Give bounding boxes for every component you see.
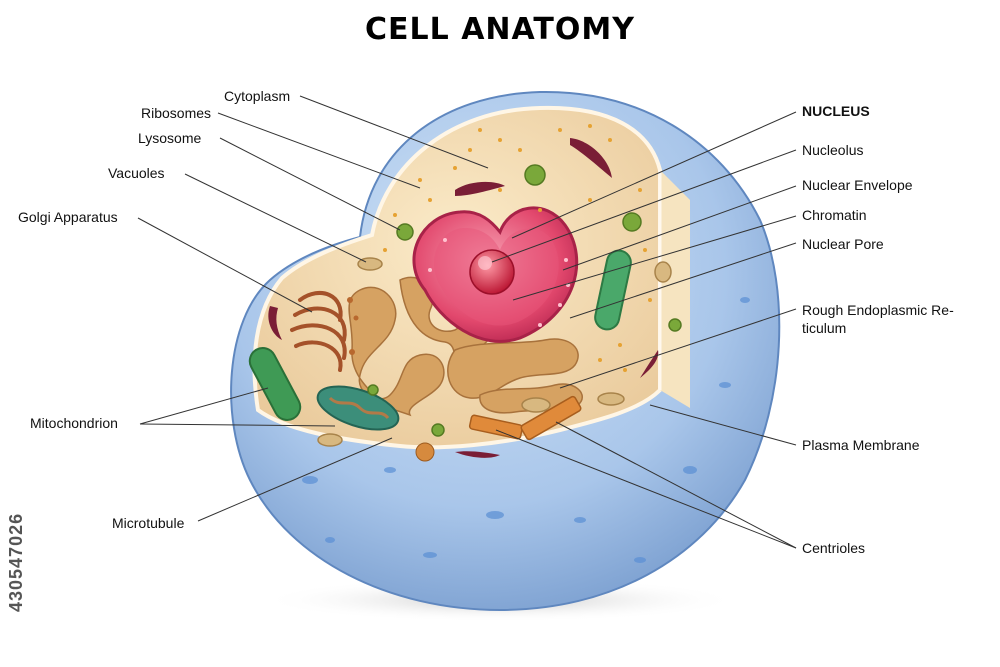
leader-nucleolus [491,149,797,263]
nucleolus-highlight [478,256,492,270]
label-nucleolus: Nucleolus [802,142,864,158]
leader-lines [137,95,797,549]
label-nuclear-envelope: Nuclear Envelope [802,177,913,193]
leader-mito-1 [139,387,269,425]
ribosome-dots [383,124,652,372]
mitochondria [248,249,632,431]
leader-cytoplasm [299,95,489,169]
lysosomes [367,164,682,437]
leader-ribosomes [217,112,421,189]
golgi-vesicles [347,297,359,355]
label-rough-er-line1: Rough Endoplasmic Re- [802,302,954,318]
membrane-spots [302,297,750,563]
label-nucleus: NUCLEUS [802,103,870,119]
label-plasma-membrane: Plasma Membrane [802,437,920,453]
leader-nucleus [511,111,797,239]
rough-er [348,276,584,417]
leader-vacuoles [184,173,367,263]
leader-pore [569,242,797,319]
microtubule-organelle [415,442,435,462]
diagram-title: CELL ANATOMY [365,12,635,47]
cut-face [660,170,690,408]
label-rough-er-line2: ticulum [802,320,847,336]
label-ribosomes: Ribosomes [141,105,212,121]
leader-centriole-1 [555,421,797,549]
leader-mito-2 [139,423,336,427]
leader-er [559,308,797,389]
leader-microtubule [197,437,393,522]
label-vacuoles: Vacuoles [108,165,165,181]
label-golgi: Golgi Apparatus [18,209,118,225]
nuclear-pores [428,238,570,327]
leader-chromatin [512,215,797,301]
label-mitochondrion: Mitochondrion [30,415,118,431]
label-microtubule: Microtubule [112,515,185,531]
golgi-apparatus [290,290,347,372]
label-chromatin: Chromatin [802,207,867,223]
leader-lysosome [219,137,401,231]
stock-id-watermark: 430547026 [6,412,34,612]
leader-golgi [137,217,313,313]
label-cytoplasm: Cytoplasm [224,88,291,104]
leader-centriole-2 [495,429,797,549]
label-lysosome: Lysosome [138,130,202,146]
label-nuclear-pore: Nuclear Pore [802,236,884,252]
leader-plasma [649,404,797,446]
vacuoles [317,257,672,447]
centrioles [468,395,582,441]
crescent-organelles [268,138,659,458]
stock-id-text: 430547026 [6,512,26,612]
leader-envelope [562,185,797,271]
label-centrioles: Centrioles [802,540,866,556]
